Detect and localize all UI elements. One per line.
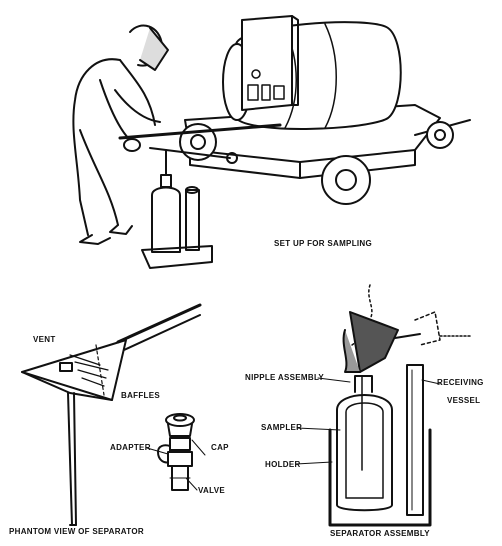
sample-cylinders: [141, 149, 213, 269]
receiving-label: RECEIVING: [437, 378, 484, 387]
technician-figure: [72, 24, 169, 245]
holder-label: HOLDER: [265, 460, 301, 469]
cap-label: CAP: [211, 443, 229, 452]
separator-caption: SEPARATOR ASSEMBLY: [330, 529, 430, 538]
valve-label: VALVE: [198, 486, 225, 495]
phantom-caption: PHANTOM VIEW OF SEPARATOR: [9, 527, 144, 536]
adapter-label: ADAPTER: [110, 443, 151, 452]
vent-label: VENT: [33, 335, 56, 344]
sampler-label: SAMPLER: [261, 423, 303, 432]
separator-assembly-drawing: [295, 284, 471, 527]
phantom-separator-drawing: [21, 303, 202, 526]
vessel-label: VESSEL: [447, 396, 481, 405]
setup-caption: SET UP FOR SAMPLING: [274, 239, 373, 248]
trailer-tank-illustration: [118, 15, 471, 205]
nipple-assembly-label: NIPPLE ASSEMBLY: [245, 373, 325, 382]
valve-adapter-cap: [146, 413, 206, 491]
baffles-label: BAFFLES: [121, 391, 160, 400]
